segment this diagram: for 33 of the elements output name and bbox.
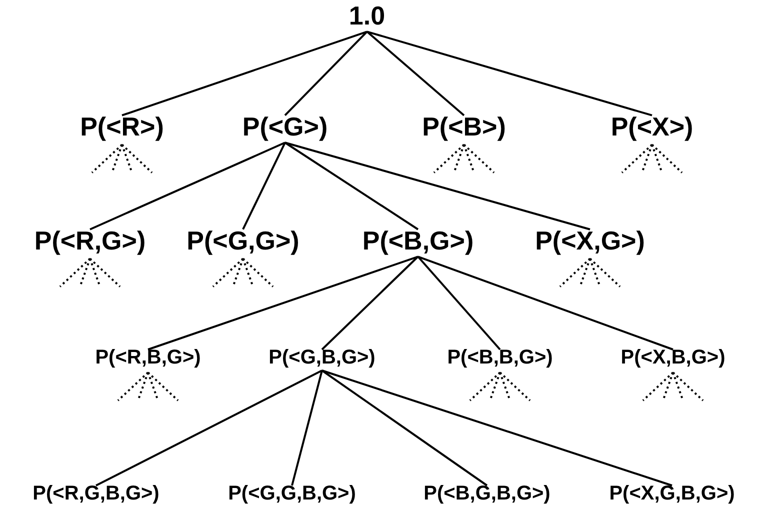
- tree-branch-line: [148, 256, 418, 350]
- tree-branch-line: [96, 370, 322, 486]
- probability-label: P(<R,B,G>): [95, 348, 201, 368]
- probability-label: P(<B>): [422, 113, 506, 141]
- probability-label: P(<R,G,B,G>): [32, 484, 160, 504]
- probability-label: 1.0: [348, 2, 386, 30]
- tree-branch-line: [321, 256, 419, 350]
- tree-branch-line: [242, 142, 286, 230]
- tree-branch-line: [366, 30, 465, 116]
- tree-branch-line: [417, 256, 501, 350]
- probability-label: P(<G,G,B,G>): [228, 484, 356, 504]
- probability-label: P(<B,G>): [362, 227, 474, 255]
- tree-branch-line: [90, 142, 286, 230]
- tree-branch-line: [291, 370, 323, 486]
- tree-branch-line: [366, 30, 652, 116]
- probability-label: P(<X,G,B,G>): [609, 484, 735, 504]
- probability-label: P(<G,G>): [186, 227, 300, 255]
- tree-branch-line: [322, 370, 672, 486]
- tree-branch-line: [284, 142, 419, 230]
- tree-branch-line: [284, 142, 590, 230]
- probability-label: P(<R>): [80, 113, 164, 141]
- probability-label: P(<X>): [610, 113, 694, 141]
- tree-branch-line: [321, 370, 488, 486]
- probability-label: P(<B,B,G>): [447, 348, 553, 368]
- tree-branch-line: [284, 30, 368, 116]
- tree-branch-line: [122, 30, 368, 116]
- probability-label: P(<B,G,B,G>): [424, 484, 550, 504]
- probability-label: P(<X,B,G>): [620, 348, 726, 368]
- probability-label: P(<G,B,G>): [268, 348, 376, 368]
- probability-label: P(<X,G>): [535, 227, 645, 255]
- tree-branch-line: [418, 256, 674, 350]
- probability-label: P(<G>): [242, 113, 328, 141]
- probability-label: P(<R,G>): [34, 227, 146, 255]
